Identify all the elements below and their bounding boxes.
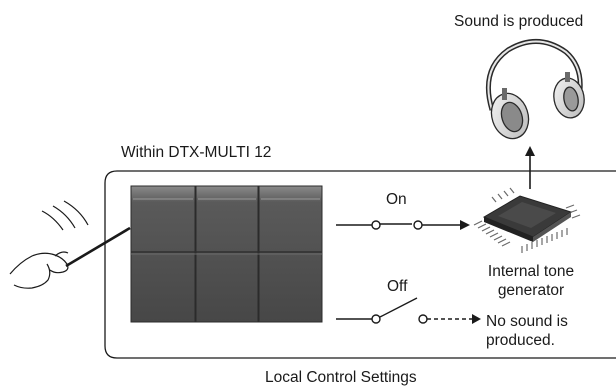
switch-on: [336, 220, 470, 230]
tone-generator-line2: generator: [497, 282, 565, 299]
no-sound-label: No sound is produced.: [486, 312, 568, 350]
chip-icon: [473, 187, 581, 253]
off-label: Off: [387, 278, 408, 295]
tone-generator-line1: Internal tone: [487, 263, 575, 280]
no-sound-line1: No sound is: [486, 313, 568, 330]
drumstick-hand-icon: [9, 200, 131, 289]
device-title: Within DTX-MULTI 12: [121, 144, 272, 161]
caption: Local Control Settings: [265, 369, 417, 386]
pad-panel: [130, 185, 323, 323]
tone-generator-label: Internal tone generator: [476, 262, 586, 300]
device-outline: [104, 170, 616, 359]
headphones-icon: [485, 39, 585, 140]
no-sound-line2: produced.: [486, 332, 555, 349]
on-label: On: [386, 191, 407, 208]
sound-produced-label: Sound is produced: [454, 13, 584, 30]
switch-off: [336, 297, 481, 324]
